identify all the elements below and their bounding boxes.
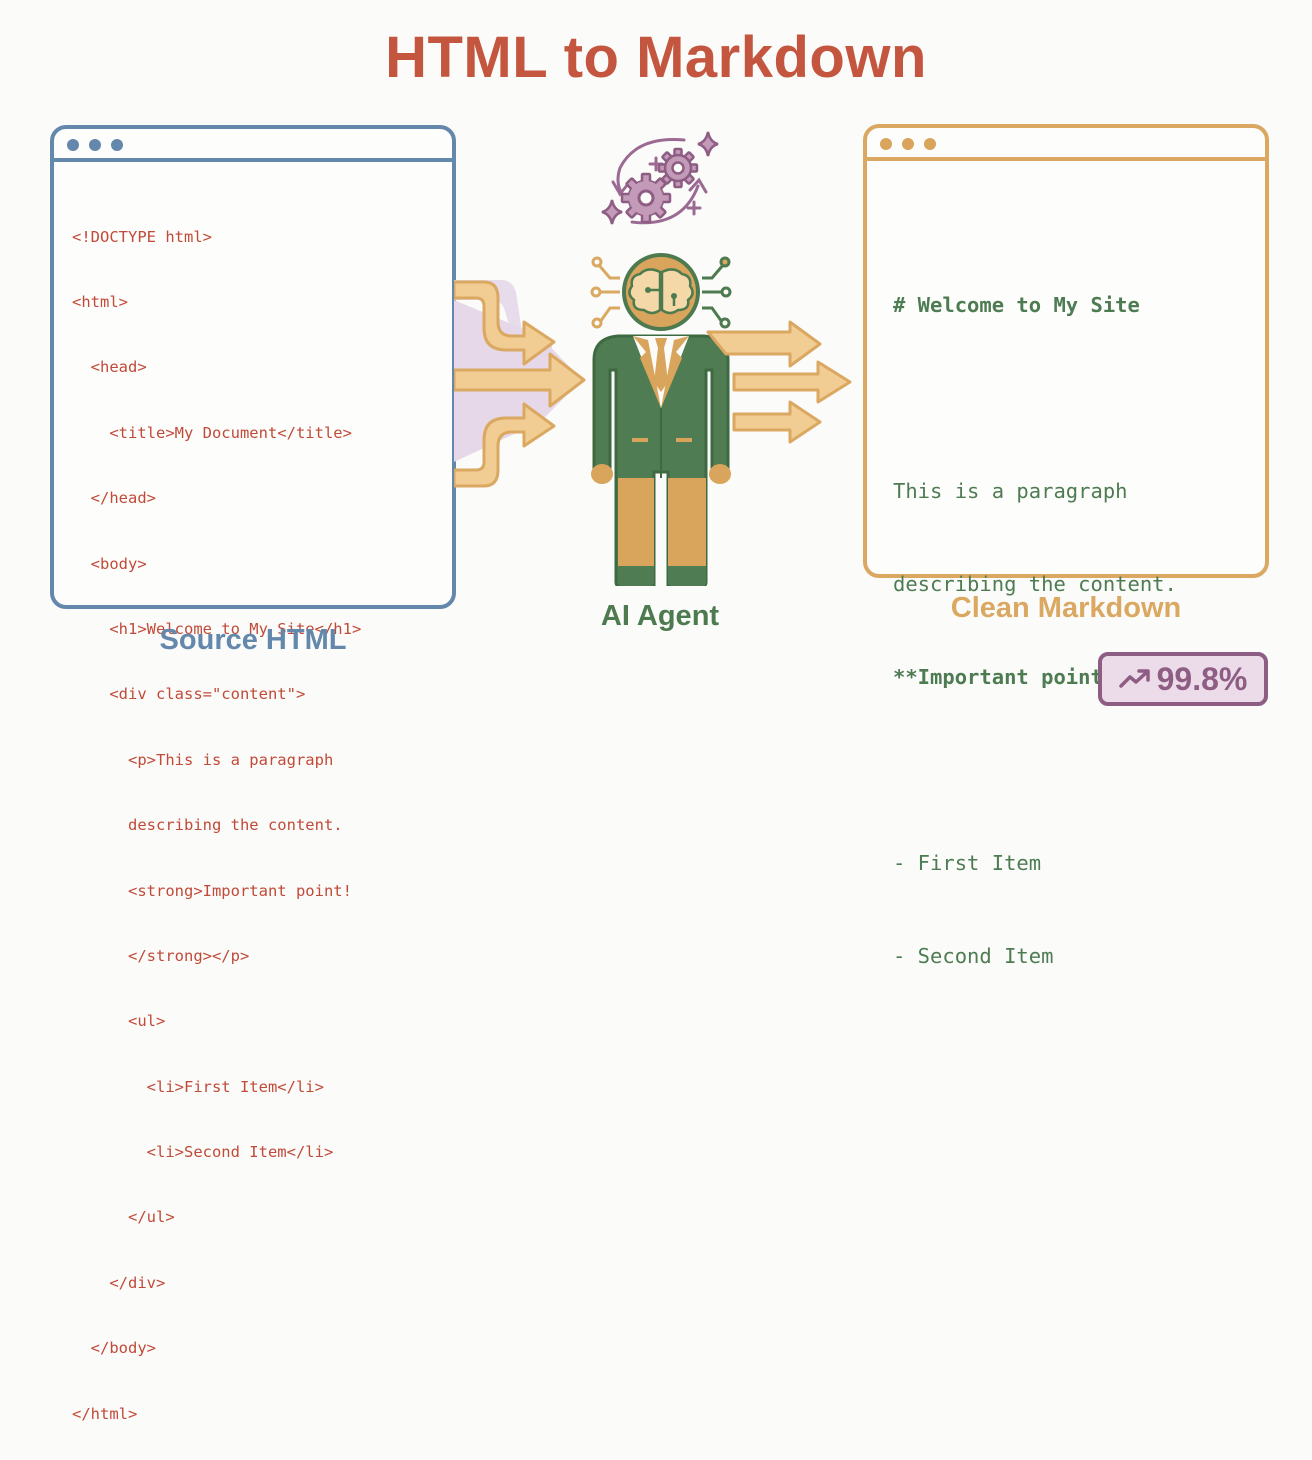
ai-agent-caption: AI Agent xyxy=(600,600,720,632)
window-titlebar xyxy=(54,129,452,162)
code-line: <head> xyxy=(72,358,147,377)
window-dot-icon xyxy=(67,139,79,151)
gear-large xyxy=(620,172,672,224)
code-line: <body> xyxy=(72,554,147,573)
accuracy-badge: 99.8% xyxy=(1098,652,1268,706)
window-dot-icon xyxy=(111,139,123,151)
code-line: </strong></p> xyxy=(72,946,250,965)
md-list-item: - Second Item xyxy=(893,944,1054,968)
suit xyxy=(591,334,731,586)
window-dot-icon xyxy=(902,138,914,150)
code-line: <h1>Welcome to My Site</h1> xyxy=(72,619,362,638)
code-line: <ul> xyxy=(72,1012,166,1031)
source-html-window: <!DOCTYPE html> <html> <head> <title>My … xyxy=(50,125,456,1423)
code-line: <p>This is a paragraph xyxy=(72,750,334,769)
md-blank xyxy=(893,383,1177,414)
md-blank xyxy=(893,755,1177,786)
md-paragraph-line: This is a paragraph xyxy=(893,479,1128,503)
input-arrows-icon xyxy=(454,280,586,488)
md-paragraph-line: describing the content. xyxy=(893,572,1177,596)
md-list-item: - First Item xyxy=(893,851,1042,875)
code-line: </body> xyxy=(72,1339,156,1358)
page-title: HTML to Markdown xyxy=(385,25,927,90)
code-line: <title>My Document</title> xyxy=(72,423,352,442)
window-dot-icon xyxy=(89,139,101,151)
window-titlebar xyxy=(867,128,1265,161)
clean-markdown-caption: Clean Markdown xyxy=(950,592,1182,624)
markdown-output-window: # Welcome to My Site This is a paragraph… xyxy=(863,124,1269,968)
window-dot-icon xyxy=(924,138,936,150)
code-line: </div> xyxy=(72,1273,166,1292)
code-line: <!DOCTYPE html> xyxy=(72,227,212,246)
gear-small xyxy=(657,147,699,189)
markdown-code-block: # Welcome to My Site This is a paragraph… xyxy=(893,228,1177,1034)
code-line: </ul> xyxy=(72,1208,175,1227)
md-bold-line: **Important point!** xyxy=(893,665,1140,689)
code-line: <li>Second Item</li> xyxy=(72,1143,334,1162)
md-heading: # Welcome to My Site xyxy=(893,293,1140,317)
source-html-caption: Source HTML xyxy=(159,624,347,656)
agent-figure-icon xyxy=(590,253,732,586)
window-dot-icon xyxy=(880,138,892,150)
trending-up-icon xyxy=(1118,669,1150,688)
code-line: <strong>Important point! xyxy=(72,881,352,900)
accuracy-value: 99.8% xyxy=(1156,660,1248,697)
code-line: </html> xyxy=(72,1404,138,1423)
html-code-block: <!DOCTYPE html> <html> <head> <title>My … xyxy=(72,183,361,1460)
code-line: <html> xyxy=(72,292,128,311)
code-line: <li>First Item</li> xyxy=(72,1077,324,1096)
gears-cycle-icon xyxy=(601,131,719,225)
window-controls xyxy=(67,139,123,151)
window-controls xyxy=(880,138,936,150)
code-line: describing the content. xyxy=(72,816,343,835)
code-line: <div class="content"> xyxy=(72,685,306,704)
output-arrows-icon xyxy=(706,320,852,444)
code-line: </head> xyxy=(72,489,156,508)
circuit-lines xyxy=(590,256,732,329)
brain-circuit-icon xyxy=(622,253,700,331)
